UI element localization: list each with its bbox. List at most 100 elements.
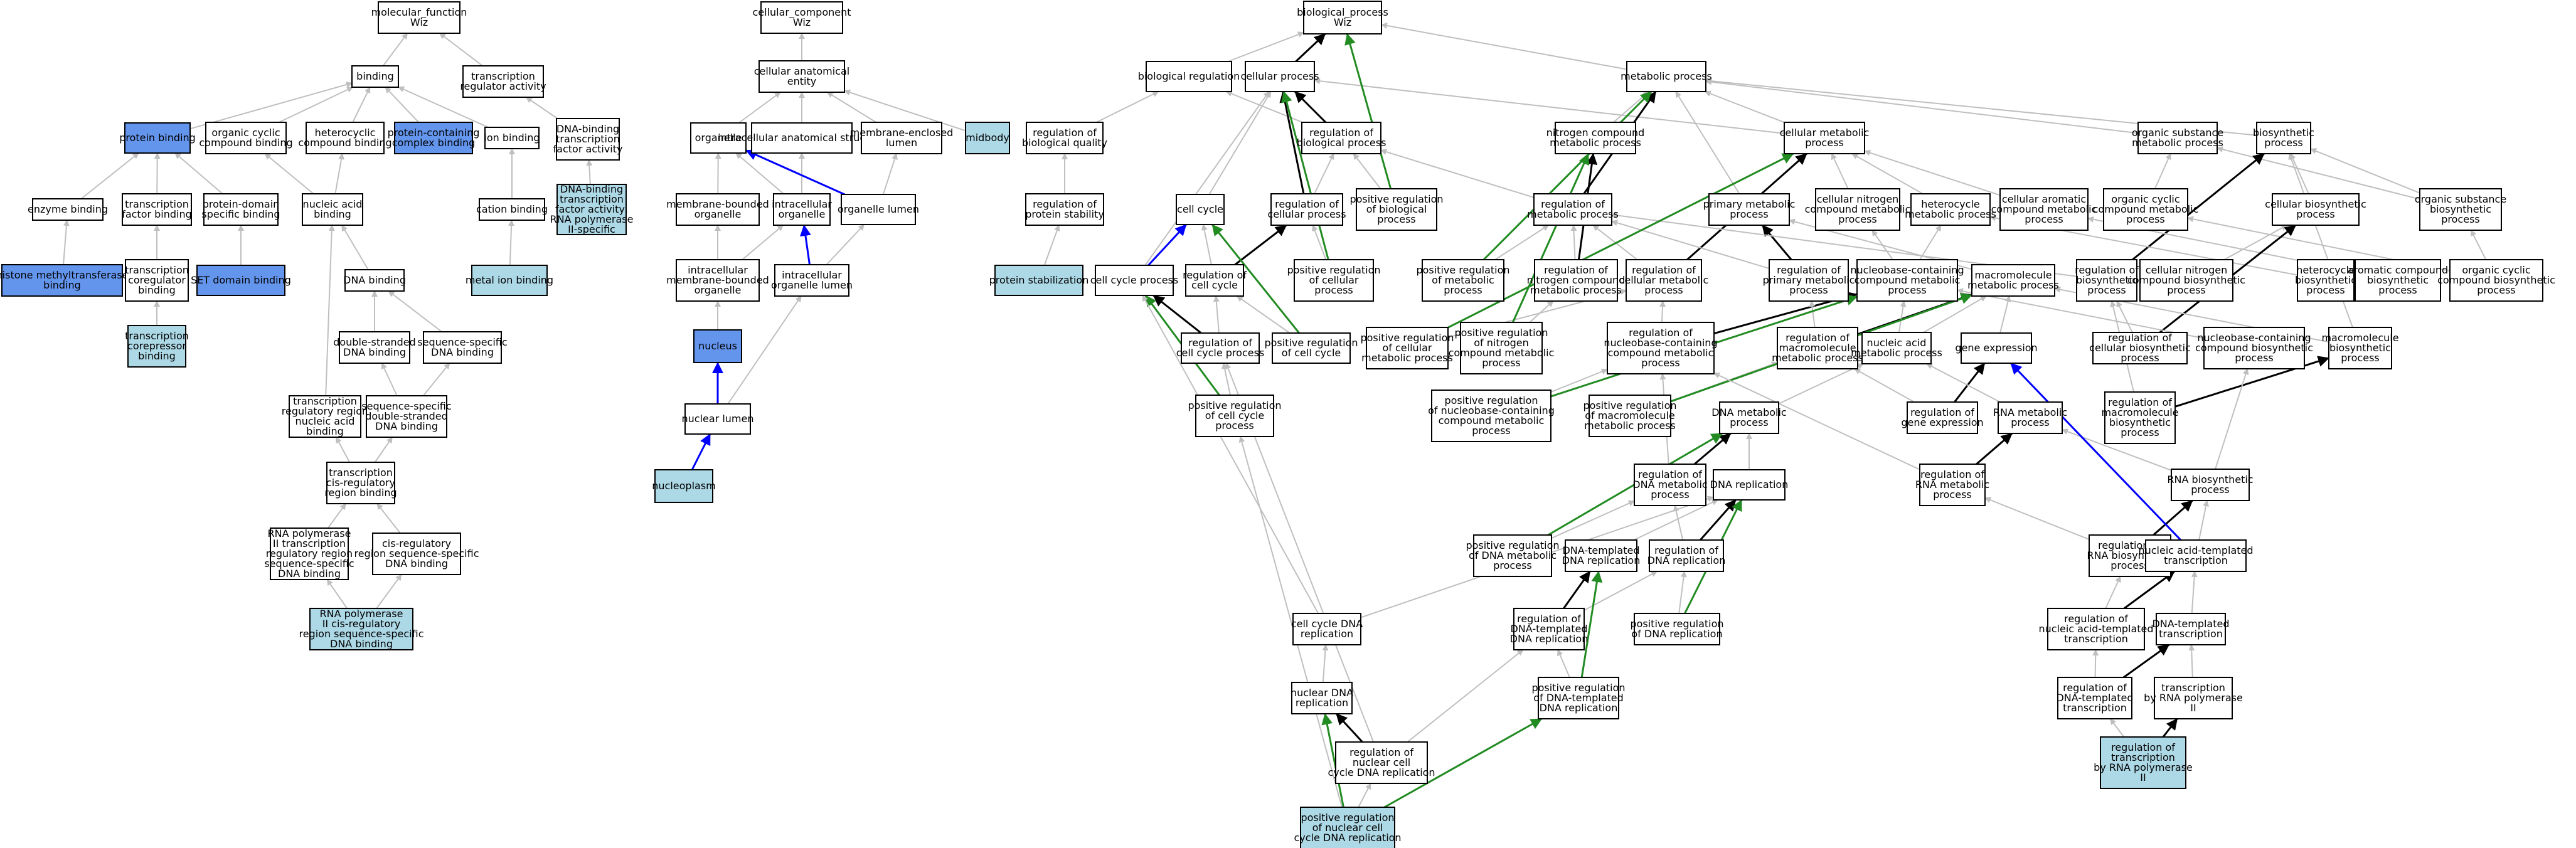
node-ias[interactable]: intracellular anatomical structure: [718, 122, 886, 154]
node-organelle[interactable]: organelle: [690, 122, 747, 154]
node-ionb[interactable]: ion binding: [484, 127, 540, 149]
node-breg[interactable]: biological regulation: [1138, 61, 1240, 92]
node-nl[interactable]: nuclear lumen: [682, 403, 754, 435]
node-mp[interactable]: metabolic process: [1621, 61, 1712, 92]
node-mib[interactable]: metal ion binding: [466, 265, 553, 296]
node-enzb[interactable]: enzyme binding: [28, 198, 108, 221]
node-geneexp[interactable]: gene expression: [1955, 332, 2038, 364]
node-dnarep[interactable]: DNA replication: [1710, 469, 1789, 501]
node-ccp[interactable]: cell cycle process: [1090, 265, 1179, 296]
node-dnab[interactable]: DNA binding: [343, 269, 406, 292]
node-binding[interactable]: binding: [351, 65, 399, 88]
node-cp[interactable]: cellular process: [1240, 61, 1319, 92]
node-setb[interactable]: SET domain binding: [191, 265, 291, 296]
node-cellcycle[interactable]: cell cycle: [1176, 194, 1225, 225]
node-rmacrobp[interactable]: regulation ofmacromoleculebiosyntheticpr…: [2101, 391, 2179, 444]
node-catb[interactable]: cation binding: [476, 198, 548, 221]
node-midbody[interactable]: midbody: [965, 122, 1010, 154]
node-protstab[interactable]: protein stabilization: [989, 265, 1089, 296]
node-rnbcmp[interactable]: regulation ofnucleobase-containingcompou…: [1604, 322, 1718, 374]
node-ol[interactable]: organelle lumen: [838, 194, 919, 225]
